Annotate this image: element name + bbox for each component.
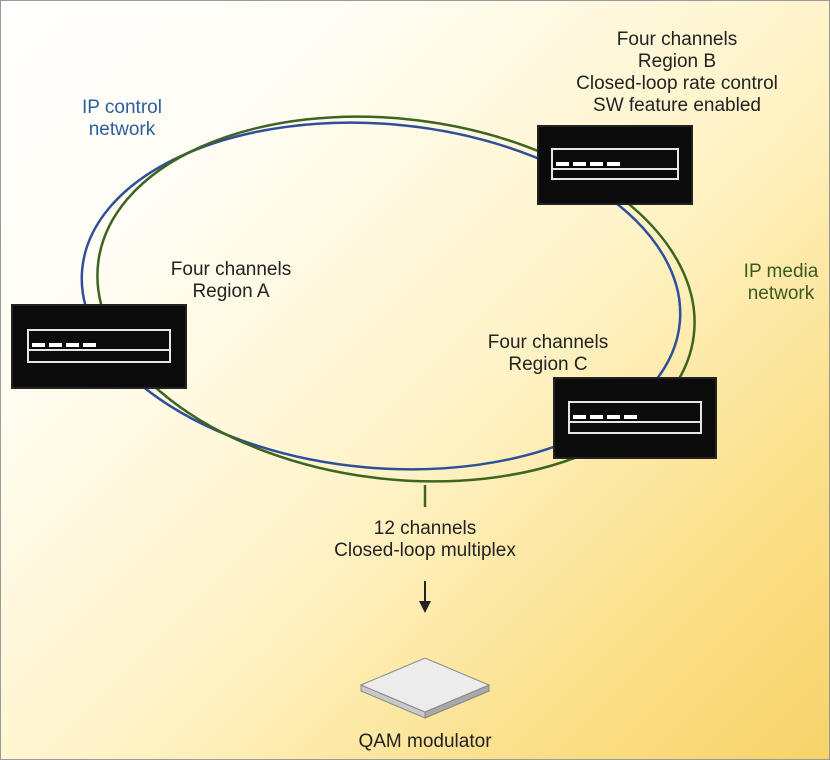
encoder-device-region-a [11,304,187,389]
device-front-panel [567,400,703,434]
status-led-row [572,414,637,419]
status-led-row [555,161,620,166]
ip-control-line1: IP control [82,97,162,118]
region-c-name-text: Region C [508,354,588,375]
qam-modulator-text: QAM modulator [358,731,492,752]
ip-control-network-label: IP control network [57,97,187,141]
ip-media-network-ring [96,115,696,483]
region-b-label: Four channels Region B Closed-loop rate … [547,29,807,117]
status-led-row [31,343,96,348]
encoder-device-region-c [553,377,717,459]
multiplex-arrow-head [419,601,431,613]
region-c-channels-text: Four channels [487,332,609,353]
qam-modulator-icon [359,657,491,719]
multiplex-channels-text: 12 channels [373,518,477,539]
qam-modulator-label: QAM modulator [325,731,525,753]
ip-control-network-ring [80,121,682,471]
ip-media-network-label: IP media network [733,261,829,305]
multiplex-type-text: Closed-loop multiplex [334,540,516,561]
device-front-panel [26,328,172,363]
region-a-name-text: Region A [192,281,270,302]
multiplex-label: 12 channels Closed-loop multiplex [295,518,555,562]
region-b-feature-text: SW feature enabled [593,95,761,116]
region-a-channels-text: Four channels [170,259,292,280]
region-a-label: Four channels Region A [156,259,306,303]
region-c-label: Four channels Region C [473,332,623,376]
device-front-panel [551,148,679,181]
ip-media-line1: IP media [743,261,819,282]
encoder-device-region-b [537,125,693,205]
ip-control-line2: network [88,119,156,140]
region-b-name-text: Region B [637,51,717,72]
region-b-rate-control-text: Closed-loop rate control [576,73,778,94]
region-b-channels-text: Four channels [616,29,738,50]
ip-media-line2: network [747,283,815,304]
